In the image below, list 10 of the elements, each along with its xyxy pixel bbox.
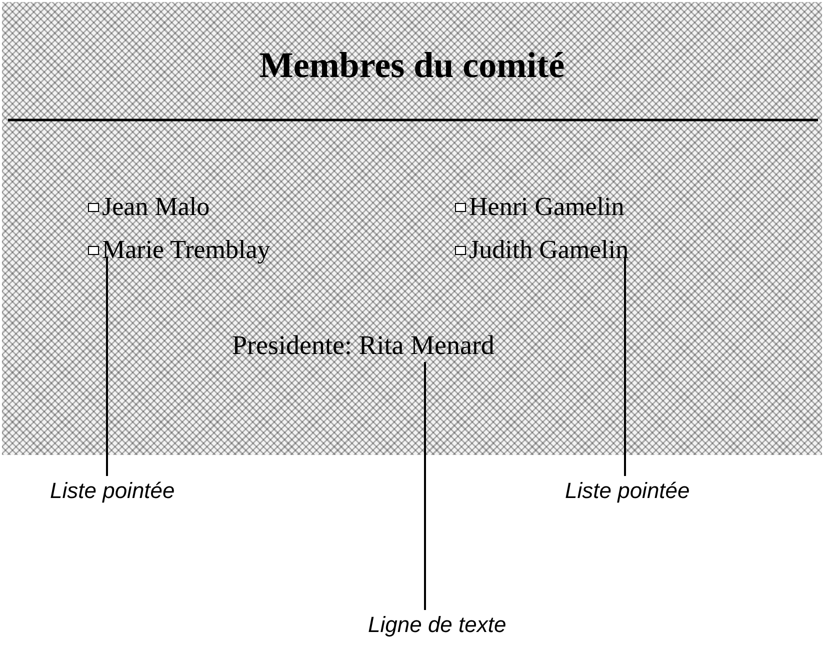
patterned-panel (2, 2, 822, 455)
heading: Membres du comité (258, 44, 566, 86)
callout-label: Ligne de texte (368, 612, 506, 637)
callout-label: Liste pointée (565, 478, 690, 503)
list-item: Judith Gamelin (469, 235, 629, 265)
text-line: Presidente: Rita Menard (232, 330, 494, 360)
callout-label: Liste pointée (50, 478, 175, 503)
list-item: Henri Gamelin (469, 192, 624, 222)
list-item: Marie Tremblay (102, 235, 270, 265)
list-item: Jean Malo (102, 192, 210, 222)
